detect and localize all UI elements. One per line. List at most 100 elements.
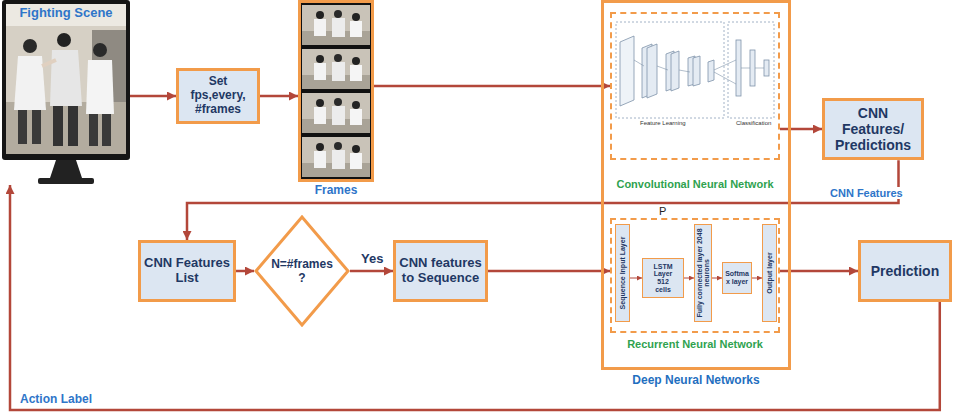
node-heading: Frames — [278, 184, 394, 197]
layer-box: Fully connected layer 2048 neurons — [694, 224, 712, 322]
decision-diamond: N=#frames ? — [254, 215, 350, 327]
box-label: Softma x layer — [724, 270, 750, 285]
cnn-group: Convolutional Neural Network — [610, 12, 780, 160]
softmax-layer — [764, 60, 769, 76]
flow-arrow — [130, 95, 176, 98]
monitor-node: Fighting Scene — [2, 0, 130, 185]
layer-link — [714, 60, 736, 70]
layer-link — [657, 66, 668, 70]
label-holder: Deep Neural Networks — [581, 374, 811, 387]
layer-box: Output layer — [762, 224, 777, 322]
layer-box: LSTM Layer 512 cells — [642, 258, 684, 298]
connector-group — [10, 86, 940, 410]
person-leg — [18, 110, 27, 144]
monitor-bezel — [2, 0, 130, 160]
frames-strip — [300, 2, 373, 181]
person-leg — [53, 106, 63, 146]
flow-arrow — [488, 270, 610, 273]
layer-label: Fully connected layer 2048 neurons — [696, 226, 711, 320]
node-heading: Fighting Scene — [0, 6, 150, 20]
layer-caption: Feature Learning — [640, 120, 686, 127]
video-frame — [302, 93, 370, 133]
person-shirt — [14, 56, 46, 110]
classification-area — [728, 22, 774, 118]
video-frame — [302, 49, 370, 89]
box-label: Prediction — [871, 263, 939, 279]
process-box: CNN features to Sequence — [393, 240, 488, 302]
video-frame — [302, 137, 370, 177]
conv-layer — [647, 44, 657, 98]
flatten-layer — [736, 40, 741, 96]
label-holder: Convolutional Neural Network — [590, 178, 800, 190]
box-label: LSTM Layer 512 cells — [650, 263, 676, 294]
layer-label: Sequence Input Layer — [619, 226, 626, 320]
label-holder: Fighting Scene — [0, 6, 150, 20]
label-holder: CNN Features — [828, 187, 905, 199]
box-label: Set fps,every, #frames — [182, 75, 254, 116]
layer-link — [755, 68, 764, 69]
layer-link — [679, 70, 690, 72]
layer-link — [634, 60, 644, 66]
process-box: Prediction — [858, 240, 952, 302]
person-shirt — [86, 60, 114, 114]
pool-layer — [671, 51, 679, 91]
flow-arrow — [780, 270, 858, 273]
layer-caption: Classification — [736, 120, 771, 127]
label-holder: Feature Learning — [640, 120, 686, 127]
label-holder: Yes — [359, 252, 385, 266]
conv-layer — [693, 56, 700, 86]
video-frame — [302, 5, 370, 45]
process-box: Set fps,every, #frames — [176, 68, 260, 124]
person-head — [23, 39, 37, 53]
rotated-holder: Fully connected layer 2048 neurons — [696, 226, 711, 320]
flow-arrow — [712, 278, 722, 279]
rotated-holder: Output layer — [766, 226, 773, 320]
dense-layer — [750, 50, 755, 86]
node-heading: Convolutional Neural Network — [590, 178, 800, 190]
edge-label: CNN Features — [828, 187, 905, 199]
label-holder: P — [659, 205, 666, 217]
rotated-holder: Sequence Input Layer — [619, 226, 626, 320]
label-holder: Recurrent Neural Network — [590, 338, 800, 350]
layer-link — [714, 72, 736, 84]
person-leg — [68, 106, 78, 146]
box-label: CNN features to Sequence — [399, 256, 482, 286]
monitor-stand — [50, 160, 82, 178]
process-box: CNN Features List — [138, 240, 236, 302]
person-head — [57, 33, 71, 47]
flow-arrow — [630, 278, 642, 279]
diamond-shape — [256, 217, 348, 325]
decision-label: N=#frames ? — [269, 257, 335, 286]
person-leg — [102, 114, 111, 146]
person-arm — [42, 60, 56, 66]
flow-arrow — [752, 278, 762, 279]
person-leg — [89, 114, 98, 146]
flow-arrow — [10, 185, 940, 410]
feature-area — [616, 22, 724, 118]
input-plane — [620, 36, 634, 106]
flow-arrow — [374, 85, 610, 88]
label-holder: Classification — [736, 120, 771, 127]
layer-label: Output layer — [766, 226, 773, 320]
flow-arrow — [236, 270, 254, 273]
pool-layer — [708, 60, 714, 82]
callout-letter: P — [659, 205, 666, 217]
monitor-screen — [6, 4, 126, 154]
edge-label: Action Label — [18, 393, 94, 406]
layer-box: Softma x layer — [722, 262, 752, 294]
monitor-base — [38, 178, 94, 184]
frames-node: Frames — [298, 0, 374, 198]
person-head — [93, 43, 107, 57]
process-box: CNN Features/ Predictions — [822, 98, 924, 160]
flow-arrow — [684, 278, 694, 279]
flow-arrow — [780, 128, 822, 131]
layer-box: Sequence Input Layer — [615, 224, 630, 322]
flow-arrow — [350, 270, 393, 273]
person-leg — [32, 110, 41, 144]
label-holder: Frames — [278, 184, 394, 197]
node-heading: Deep Neural Networks — [581, 374, 811, 387]
label-holder: Action Label — [18, 393, 94, 406]
flow-arrow — [260, 95, 298, 98]
